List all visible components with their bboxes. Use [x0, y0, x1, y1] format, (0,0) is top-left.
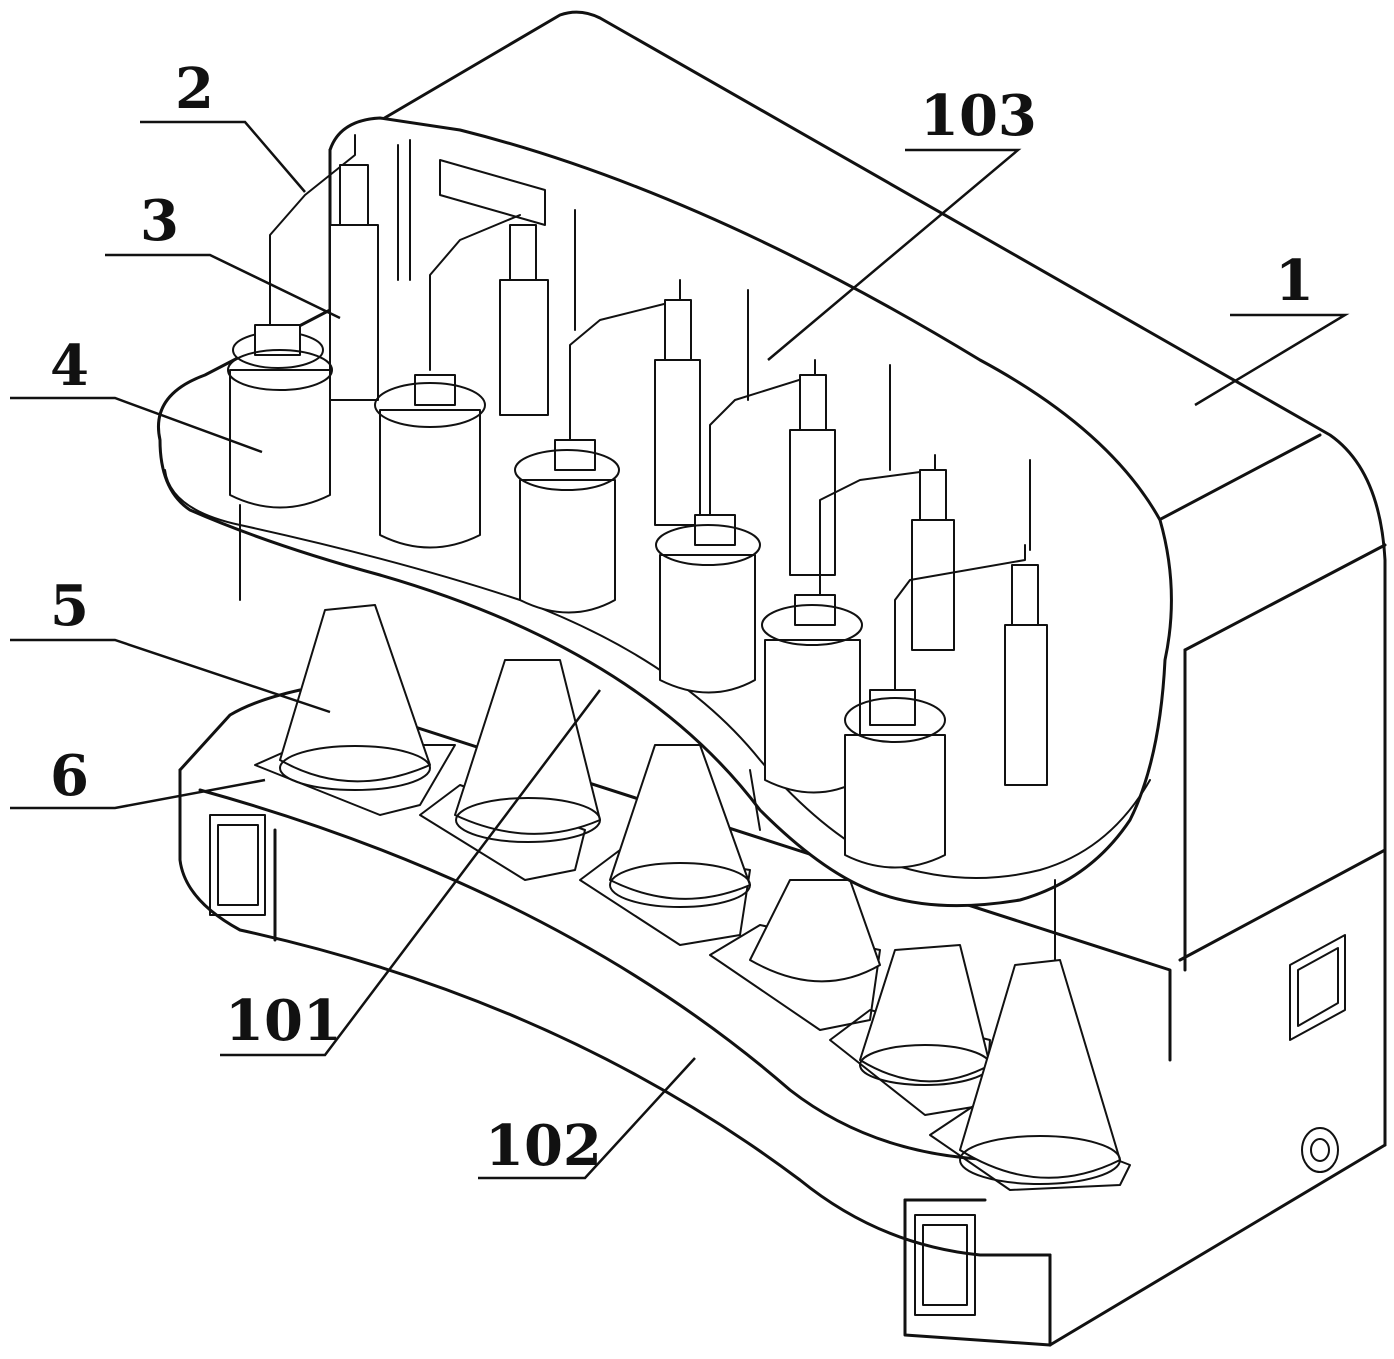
- label-2: 2: [175, 56, 214, 122]
- label-1: 1: [1275, 248, 1314, 314]
- label-4: 4: [50, 333, 89, 399]
- logo-left-icon: [209, 814, 266, 916]
- leader-lines: [10, 120, 1350, 1180]
- instrument-housing: [328, 10, 1387, 1347]
- flasks: [279, 604, 1121, 1185]
- label-102: 102: [485, 1113, 602, 1179]
- reagent-units: [227, 134, 1048, 869]
- label-101: 101: [225, 988, 342, 1054]
- label-6: 6: [50, 743, 89, 809]
- label-5: 5: [50, 573, 89, 639]
- label-103: 103: [920, 83, 1037, 149]
- label-3: 3: [140, 188, 179, 254]
- reference-labels: 2 3 4 1 103 5 6 101 102: [50, 56, 1314, 1179]
- logo-right-icon: [914, 1214, 976, 1316]
